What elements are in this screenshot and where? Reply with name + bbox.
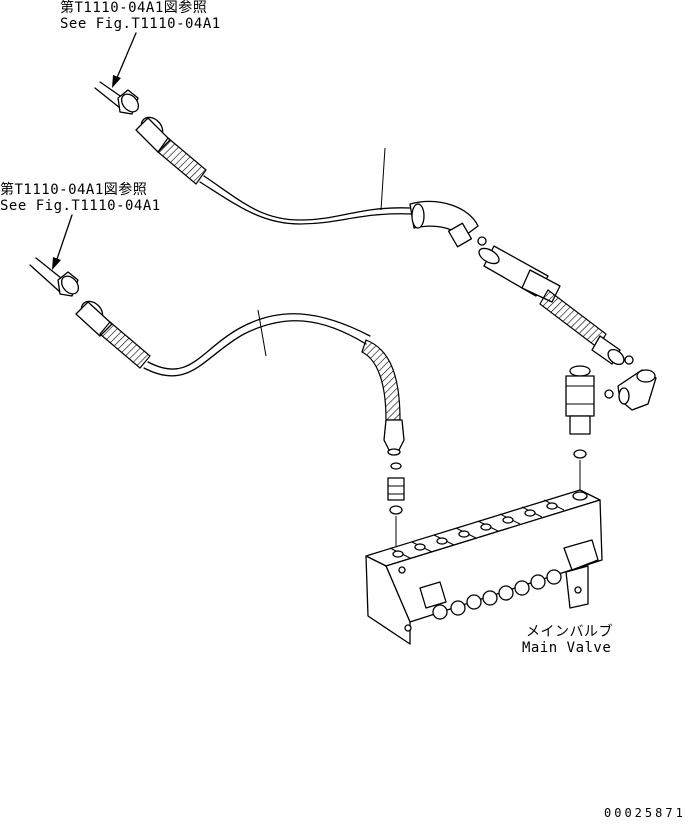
upper-reference-label: 第T1110-04A1図参照 See Fig.T1110-04A1 <box>60 0 221 32</box>
upper-hose <box>135 116 634 366</box>
lower-reference-jp: 第T1110-04A1図参照 <box>0 182 148 198</box>
lower-reference-label: 第T1110-04A1図参照 See Fig.T1110-04A1 <box>0 182 161 214</box>
upper-reference-en: See Fig.T1110-04A1 <box>60 16 221 32</box>
lower-hose <box>75 300 405 546</box>
straight-adapter-right <box>565 365 595 490</box>
elbow-adapter <box>604 369 657 411</box>
upper-reference-jp: 第T1110-04A1図参照 <box>60 0 208 16</box>
main-valve-label: メインバルブ Main Valve <box>522 624 613 656</box>
lower-reference-en: See Fig.T1110-04A1 <box>0 198 161 214</box>
main-valve-jp: メインバルブ <box>526 624 613 640</box>
main-valve-block <box>365 489 603 645</box>
lower-pipe-end <box>29 257 80 297</box>
lower-reference-leader <box>52 214 73 270</box>
drawing-number: 00025871 <box>604 806 686 820</box>
upper-pipe-end <box>94 81 140 115</box>
main-valve-en: Main Valve <box>522 640 612 656</box>
upper-reference-leader <box>112 32 137 88</box>
